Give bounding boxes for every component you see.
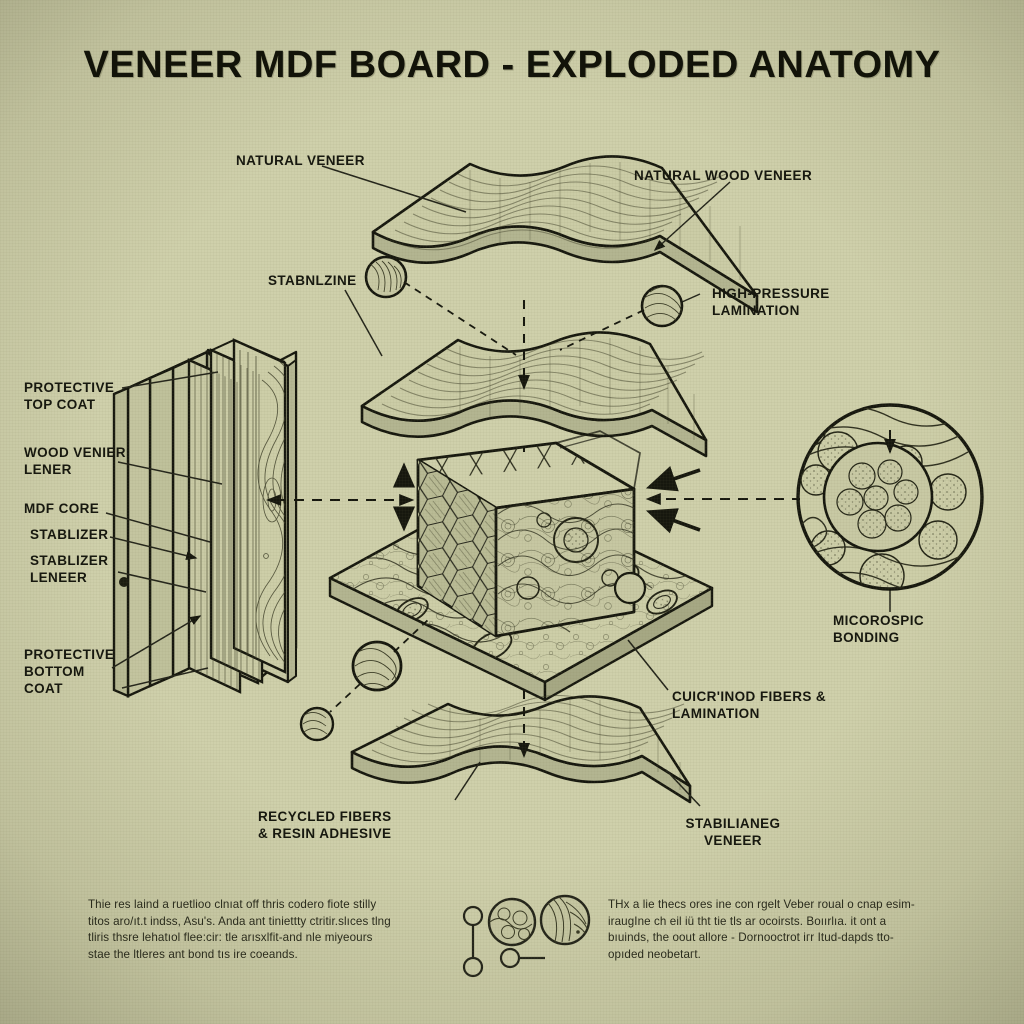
detail-bubbles bbox=[299, 255, 684, 742]
fiber-detail-circle-icon bbox=[487, 897, 537, 947]
callout-high-pressure-lamination: HIGH-PRESSURE LAMINATION bbox=[712, 286, 830, 318]
detail-microscopic-bonding bbox=[796, 403, 984, 600]
callout-micorospic-bonding: MICOROSPIC BONDING bbox=[833, 613, 925, 645]
footnote-right: THх a lie thecs ores ine con rgelt Veber… bbox=[608, 898, 915, 961]
callout-natural-veneer: NATURAL VENEER bbox=[236, 153, 365, 168]
grain-detail-circle-icon bbox=[539, 894, 591, 946]
callout-leaders bbox=[105, 165, 891, 807]
layer-stabilizing-veneer-bottom bbox=[350, 695, 692, 804]
assembly-arrows bbox=[265, 281, 800, 759]
page-title: VENEER MDF BOARD - EXPLODED ANATOMY bbox=[83, 44, 941, 86]
layer-edge-view-panel-stack bbox=[112, 338, 298, 698]
callout-natural-wood-veneer: NATURAL WOOD VENEER bbox=[634, 168, 813, 183]
footer-legend bbox=[462, 894, 591, 978]
callout-wood-venier-lener: WOOD VENIER LENER bbox=[24, 445, 126, 477]
callout-stablizer-leneer: STABLIZER LENEER bbox=[30, 553, 109, 585]
callout-protective-top-coat: PROTECTIVE TOP COAT bbox=[24, 380, 115, 412]
single-dot-leader-icon bbox=[499, 947, 545, 969]
callout-cuicrinod-fibers-lamination: CUICR'INOD FIBERS & LAMINATION bbox=[672, 689, 827, 721]
footnote-left: Thie res laind a ruetlioo clnıat off thr… bbox=[88, 898, 391, 961]
callout-stabnlzine: STABNLZINE bbox=[268, 273, 357, 288]
callout-protective-bottom-coat: PROTECTIVE BOTTOM COAT bbox=[24, 647, 115, 696]
callout-recycled-fibers-resin-adhesive: RECYCLED FIBERS & RESIN ADHESIVE bbox=[258, 809, 392, 841]
callout-stablizer: STABLIZER bbox=[30, 527, 109, 542]
callout-mdf-core: MDF CORE bbox=[24, 501, 100, 516]
layer-high-pressure-laminate bbox=[360, 331, 708, 458]
two-dot-connector-icon bbox=[462, 905, 484, 978]
callout-stabilianeg-veneer: STABILIANEG VENEER bbox=[685, 816, 781, 848]
